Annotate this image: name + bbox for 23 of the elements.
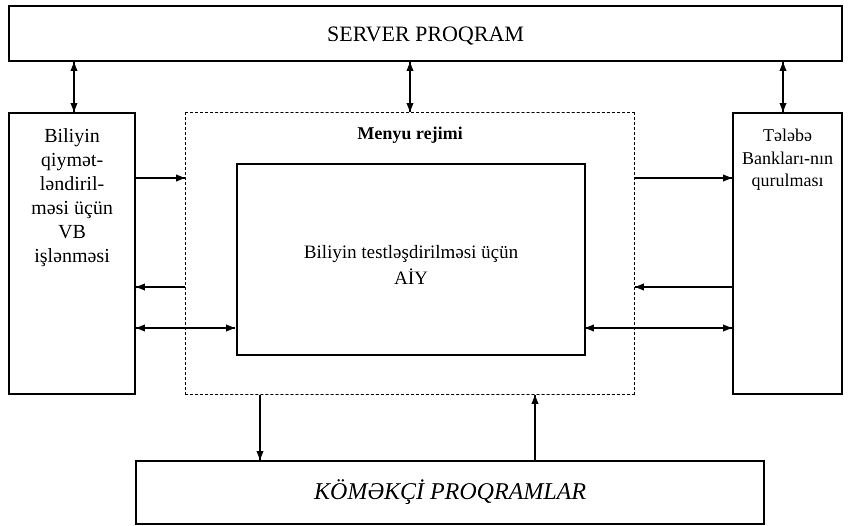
process-box [236, 163, 586, 356]
arrow [136, 324, 235, 332]
node-label: Biliyin qiymət-ləndiril-məsi üçün VB işlənməsi [30, 124, 114, 268]
node-label: Biliyin testləşdirilməsi üçün AİY [302, 241, 520, 291]
arrow [136, 283, 185, 291]
program-box [135, 460, 765, 525]
dashed-group-box [185, 112, 635, 395]
arrow [531, 395, 539, 460]
node-label: SERVER PROQRAM [326, 21, 525, 48]
process-box [8, 112, 136, 395]
arrow [635, 283, 732, 291]
node-label: KÖMƏKÇİ PROQRAMLAR [312, 478, 587, 507]
program-box [8, 5, 843, 62]
arrow [406, 62, 414, 112]
node-label: Menyu rejimi [356, 123, 464, 145]
arrow [136, 174, 185, 182]
arrow [256, 395, 264, 460]
node-label: Tələbə Bankları-nın qurulması [741, 124, 834, 192]
arrow [585, 324, 732, 332]
arrow [779, 62, 787, 112]
arrow [635, 174, 732, 182]
arrow [70, 62, 78, 112]
process-box [732, 112, 843, 395]
